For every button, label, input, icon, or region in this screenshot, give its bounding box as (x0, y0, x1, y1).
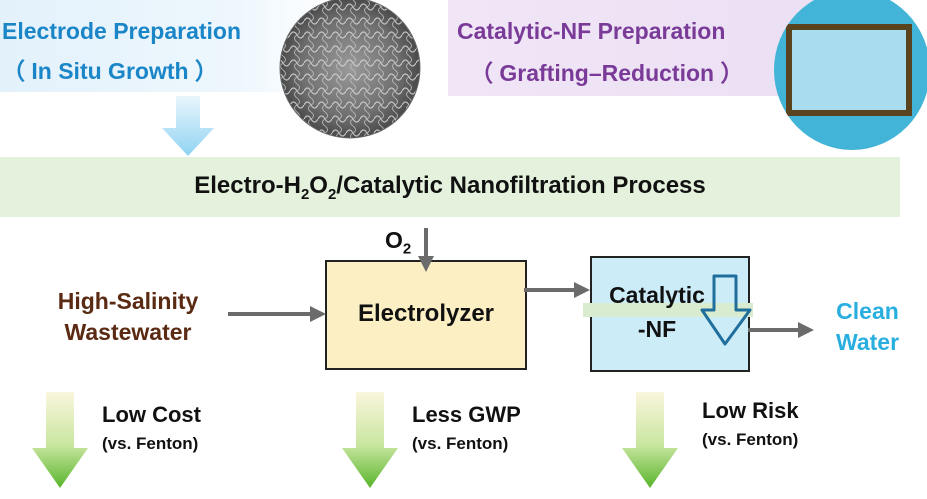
output-label-line1: Clean (836, 298, 899, 324)
down-arrow-icon (162, 96, 214, 156)
catalytic-nf-label-line1: Catalytic (609, 282, 705, 308)
input-arrow-head (310, 306, 326, 322)
output-label: Clean Water (820, 296, 915, 358)
electrode-preparation-title: Electrode Preparation (2, 18, 242, 44)
catalytic-nf-preparation-title: Catalytic-NF Preparation (457, 18, 726, 44)
process-band (0, 157, 900, 217)
benefit-sub-3: (vs. Fenton) (702, 430, 799, 449)
membrane-photo-image (774, 0, 927, 150)
benefit-sub-2: (vs. Fenton) (412, 434, 509, 453)
filtration-down-arrow-icon (700, 274, 752, 346)
oxygen-arrow-head (418, 256, 434, 272)
input-label-line1: High-Salinity (57, 288, 199, 314)
catalytic-nf-preparation-subtitle: （ Grafting–Reduction ） (470, 60, 744, 86)
benefit-arrow-icon-1 (32, 392, 88, 488)
benefit-low-cost: Low Cost (vs. Fenton) (102, 402, 201, 454)
benefit-arrow-icon-2 (342, 392, 398, 488)
input-label-line2: Wastewater (64, 319, 192, 345)
input-label: High-Salinity Wastewater (28, 286, 228, 348)
benefit-low-risk: Low Risk (vs. Fenton) (702, 398, 799, 450)
benefit-main-1: Low Cost (102, 402, 201, 427)
benefit-less-gwp: Less GWP (vs. Fenton) (412, 402, 521, 454)
electrode-preparation-subtitle: （ In Situ Growth ） (2, 58, 218, 84)
sem-micrograph-image (279, 0, 421, 139)
benefit-sub-1: (vs. Fenton) (102, 434, 199, 453)
catalytic-nf-label-line2: -NF (637, 316, 677, 342)
transfer-arrow-head (574, 282, 590, 298)
benefit-arrow-icon-3 (622, 392, 678, 488)
benefit-main-3: Low Risk (702, 398, 799, 423)
electrolyzer-box (325, 260, 527, 370)
oxygen-label: O2 (385, 227, 412, 258)
process-title: Electro-H2O2/Catalytic Nanofiltration Pr… (194, 172, 706, 203)
benefit-main-2: Less GWP (412, 402, 521, 427)
catalytic-nf-band (583, 303, 753, 317)
output-label-line2: Water (835, 329, 900, 355)
output-arrow-head (798, 322, 814, 338)
electrolyzer-label: Electrolyzer (357, 300, 495, 327)
